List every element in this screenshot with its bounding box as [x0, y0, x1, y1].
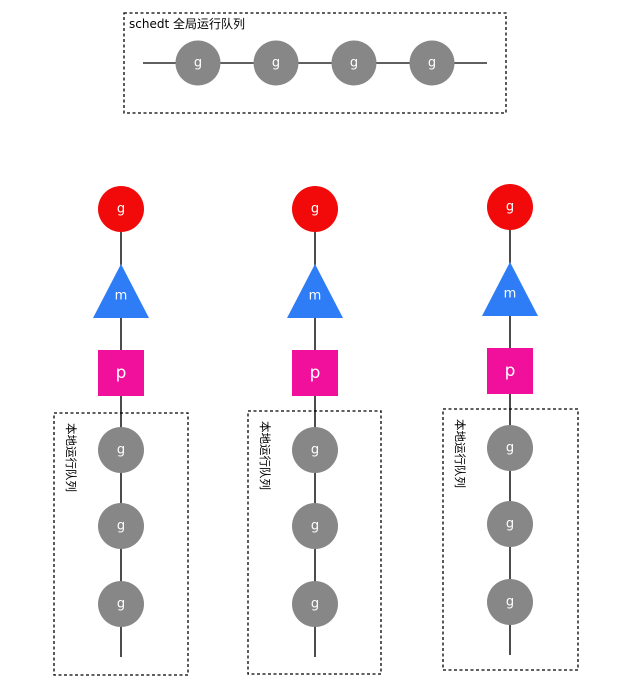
goroutine-circle: [487, 579, 533, 625]
processor-square: [98, 350, 144, 396]
running-goroutine-circle: [292, 186, 338, 232]
local-goroutine: g: [487, 579, 533, 625]
local-queue-box: [442, 408, 579, 671]
processor-label: p: [310, 363, 321, 383]
global-run-queue: schedt 全局运行队列 g g g g: [123, 12, 507, 114]
goroutine-label: g: [117, 443, 125, 458]
goroutine-circle: [331, 40, 377, 86]
running-goroutine-label: g: [311, 202, 319, 217]
global-queue-label: schedt 全局运行队列: [129, 16, 245, 31]
processor: p: [487, 348, 533, 394]
goroutine-label: g: [506, 595, 514, 610]
processor-square: [292, 350, 338, 396]
running-goroutine: g: [292, 186, 338, 232]
local-goroutine: g: [487, 501, 533, 547]
global-goroutine: g: [253, 40, 299, 86]
local-goroutine: g: [292, 581, 338, 627]
processor: p: [98, 350, 144, 396]
local-queue-label: 本地运行队列: [258, 421, 272, 490]
processor-column: 本地运行队列 g m p g g g: [442, 184, 579, 671]
goroutine-label: g: [350, 56, 358, 71]
local-goroutine: g: [98, 503, 144, 549]
goroutine-label: g: [117, 597, 125, 612]
machine-triangle: [482, 262, 538, 316]
goroutine-circle: [98, 427, 144, 473]
processor-columns: 本地运行队列 g m p g g g 本地运行队列 g m p g g g 本地运行队列 g m p g g g: [53, 184, 579, 676]
goroutine-label: g: [311, 597, 319, 612]
global-goroutine: g: [409, 40, 455, 86]
processor-label: p: [505, 361, 516, 381]
goroutine-label: g: [506, 441, 514, 456]
goroutine-label: g: [272, 56, 280, 71]
running-goroutine-label: g: [506, 200, 514, 215]
goroutine-label: g: [194, 56, 202, 71]
machine-triangle: [287, 264, 343, 318]
goroutine-circle: [409, 40, 455, 86]
running-goroutine-circle: [98, 186, 144, 232]
goroutine-circle: [487, 501, 533, 547]
machine-thread: m: [93, 264, 149, 318]
running-goroutine-label: g: [117, 202, 125, 217]
local-goroutine: g: [98, 427, 144, 473]
goroutine-label: g: [428, 56, 436, 71]
machine-thread: m: [482, 262, 538, 316]
running-goroutine: g: [98, 186, 144, 232]
machine-thread: m: [287, 264, 343, 318]
goroutine-circle: [292, 427, 338, 473]
goroutine-label: g: [311, 519, 319, 534]
goroutine-circle: [292, 503, 338, 549]
goroutine-label: g: [311, 443, 319, 458]
local-queue-box: [247, 410, 382, 675]
local-goroutine: g: [487, 425, 533, 471]
processor-square: [487, 348, 533, 394]
local-queue-box: [53, 412, 189, 676]
processor-column: 本地运行队列 g m p g g g: [247, 186, 382, 675]
local-goroutine: g: [98, 581, 144, 627]
global-goroutine: g: [331, 40, 377, 86]
local-queue-label: 本地运行队列: [64, 423, 78, 492]
machine-label: m: [309, 289, 322, 304]
global-goroutine: g: [175, 40, 221, 86]
goroutine-label: g: [506, 517, 514, 532]
local-goroutine: g: [292, 503, 338, 549]
processor-label: p: [116, 363, 127, 383]
running-goroutine-circle: [487, 184, 533, 230]
global-queue-box: [123, 12, 507, 114]
goroutine-circle: [98, 503, 144, 549]
machine-label: m: [115, 289, 128, 304]
goroutine-circle: [98, 581, 144, 627]
machine-triangle: [93, 264, 149, 318]
processor-column: 本地运行队列 g m p g g g: [53, 186, 189, 676]
goroutine-circle: [253, 40, 299, 86]
processor: p: [292, 350, 338, 396]
running-goroutine: g: [487, 184, 533, 230]
goroutine-circle: [487, 425, 533, 471]
local-queue-label: 本地运行队列: [453, 419, 467, 488]
goroutine-label: g: [117, 519, 125, 534]
goroutine-circle: [292, 581, 338, 627]
goroutine-circle: [175, 40, 221, 86]
machine-label: m: [504, 287, 517, 302]
local-goroutine: g: [292, 427, 338, 473]
